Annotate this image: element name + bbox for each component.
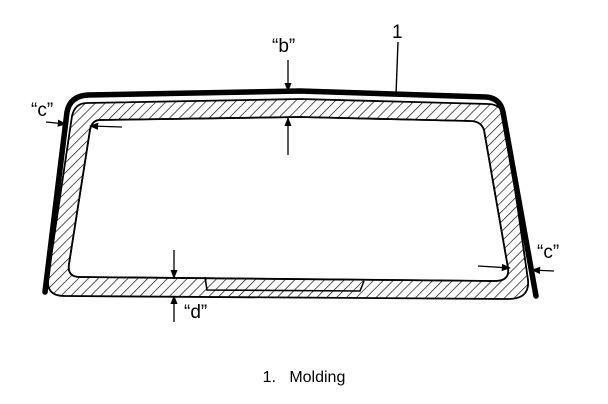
dimension-c-right-arrows xyxy=(477,263,555,275)
dimension-c-left-label: “c” xyxy=(31,100,53,121)
figure-caption: 1. Molding xyxy=(262,369,346,386)
dimension-c-left-arrows xyxy=(45,119,123,130)
callout-number-1: 1 xyxy=(392,22,403,43)
molding-outline xyxy=(42,88,539,299)
bottom-recess-detail xyxy=(204,276,365,292)
callout-leader-1 xyxy=(395,41,399,96)
dimension-b-label: “b” xyxy=(272,36,295,57)
dimension-d-label: “d” xyxy=(184,302,207,323)
dimension-c-right-label: “c” xyxy=(537,242,559,263)
